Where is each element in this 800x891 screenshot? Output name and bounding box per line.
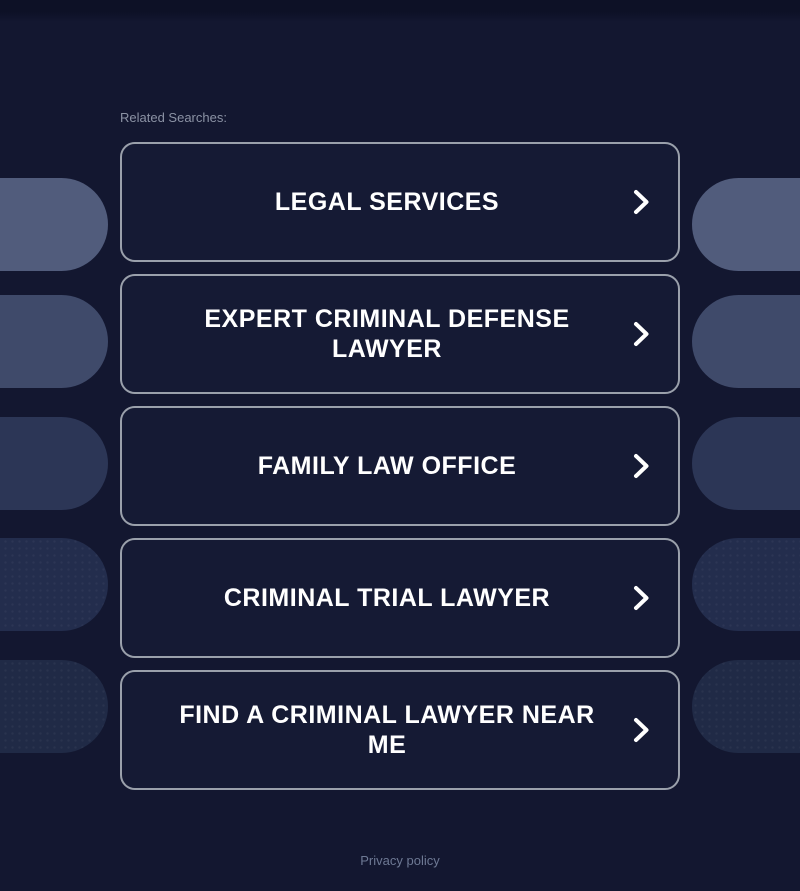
chevron-right-icon bbox=[631, 188, 651, 216]
decor-pill bbox=[0, 417, 108, 510]
decor-pill bbox=[692, 660, 800, 753]
related-search-button-expert-criminal-defense-lawyer[interactable]: EXPERT CRIMINAL DEFENSE LAWYER bbox=[120, 274, 680, 394]
related-search-label: LEGAL SERVICES bbox=[274, 188, 500, 216]
related-search-label: FIND A CRIMINAL LAWYER NEAR ME bbox=[179, 701, 595, 759]
decor-pill bbox=[0, 538, 108, 631]
related-search-button-criminal-trial-lawyer[interactable]: CRIMINAL TRIAL LAWYER bbox=[120, 538, 680, 658]
chevron-right-icon bbox=[631, 320, 651, 348]
decor-pill bbox=[692, 417, 800, 510]
related-search-label: EXPERT CRIMINAL DEFENSE LAWYER bbox=[204, 305, 570, 363]
chevron-right-icon bbox=[631, 716, 651, 744]
chevron-right-icon bbox=[631, 452, 651, 480]
decor-pill bbox=[0, 660, 108, 753]
decor-pill bbox=[692, 295, 800, 388]
related-search-button-legal-services[interactable]: LEGAL SERVICES bbox=[120, 142, 680, 262]
related-searches-list: LEGAL SERVICES EXPERT CRIMINAL DEFENSE L… bbox=[120, 142, 680, 802]
chevron-right-icon bbox=[631, 584, 651, 612]
related-search-button-find-a-criminal-lawyer-near-me[interactable]: FIND A CRIMINAL LAWYER NEAR ME bbox=[120, 670, 680, 790]
related-search-label: CRIMINAL TRIAL LAWYER bbox=[223, 584, 551, 612]
related-search-label: FAMILY LAW OFFICE bbox=[257, 452, 517, 480]
privacy-policy-link[interactable]: Privacy policy bbox=[360, 853, 440, 868]
decor-pill bbox=[0, 178, 108, 271]
related-search-button-family-law-office[interactable]: FAMILY LAW OFFICE bbox=[120, 406, 680, 526]
related-searches-heading: Related Searches: bbox=[120, 110, 227, 125]
top-strip bbox=[0, 0, 800, 22]
decor-pill bbox=[692, 538, 800, 631]
decor-pill bbox=[692, 178, 800, 271]
decor-pill bbox=[0, 295, 108, 388]
